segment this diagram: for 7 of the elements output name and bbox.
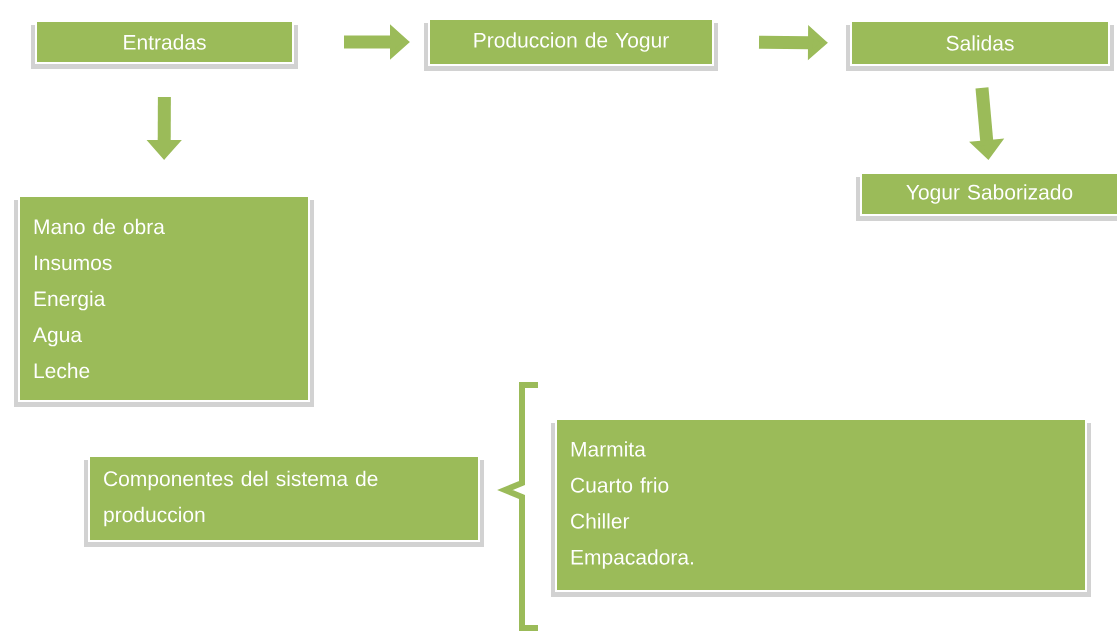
process-box: Produccion de Yogur: [424, 18, 718, 71]
process-box: Entradas: [31, 20, 298, 69]
process-box: Salidas: [846, 20, 1114, 71]
process-box: Yogur Saborizado: [856, 172, 1117, 221]
process-box: Mano de obra Insumos Energia Agua Leche: [14, 195, 314, 407]
process-box: Componentes del sistema de produccion: [84, 455, 484, 547]
process-box: Marmita Cuarto frio Chiller Empacadora.: [551, 418, 1091, 597]
